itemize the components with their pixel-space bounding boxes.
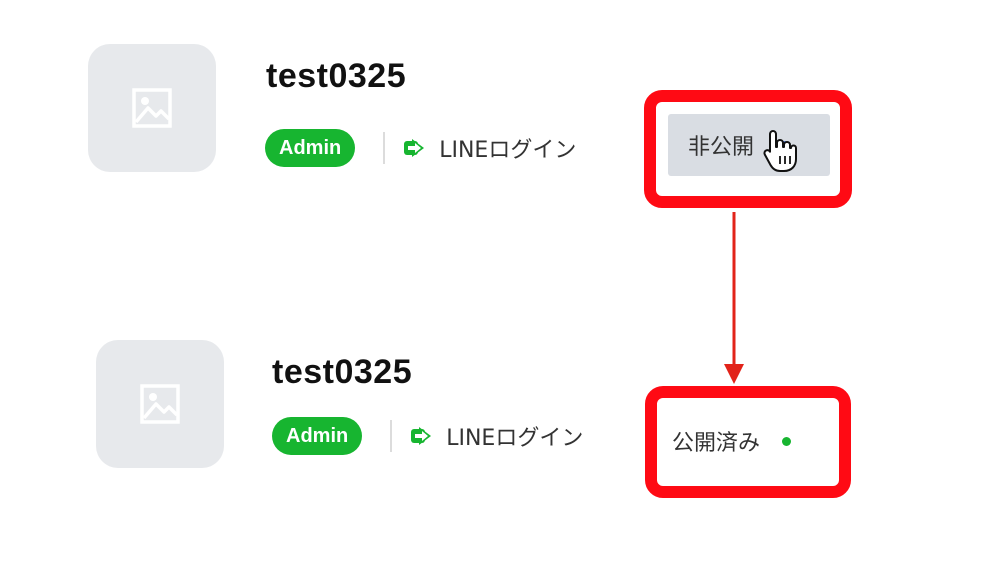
channel-card-before: test0325 Admin LINEログイン — [88, 44, 868, 184]
channel-thumbnail[interactable] — [96, 340, 224, 468]
image-placeholder-icon — [140, 384, 180, 424]
image-placeholder-icon — [132, 88, 172, 128]
login-method-label: LINEログイン — [439, 138, 577, 163]
meta-divider — [390, 420, 393, 452]
highlight-frame — [644, 90, 852, 208]
down-arrow-icon — [724, 212, 744, 384]
status-label: 公開済み — [672, 431, 761, 456]
role-badge-admin: Admin — [265, 129, 356, 167]
channel-name: test0325 — [266, 57, 407, 95]
role-badge-admin: Admin — [272, 417, 363, 455]
channel-card-after: test0325 Admin LINEログイン — [96, 340, 876, 480]
channel-name: test0325 — [272, 353, 413, 391]
highlight-frame — [645, 386, 851, 498]
status-dot — [780, 140, 790, 150]
meta-divider — [383, 132, 386, 164]
login-method-label: LINEログイン — [446, 426, 584, 451]
channel-thumbnail[interactable] — [88, 44, 216, 172]
status-dot — [782, 436, 792, 446]
status-label: 非公開 — [688, 135, 755, 160]
publish-status-button-published[interactable]: 公開済み — [668, 416, 828, 466]
line-login-icon — [410, 424, 434, 448]
channel-meta: Admin LINEログイン — [265, 128, 576, 168]
channel-meta: Admin LINEログイン — [272, 416, 583, 456]
line-login-icon — [403, 136, 427, 160]
publish-status-button-unpublished[interactable]: 非公開 — [668, 114, 830, 176]
